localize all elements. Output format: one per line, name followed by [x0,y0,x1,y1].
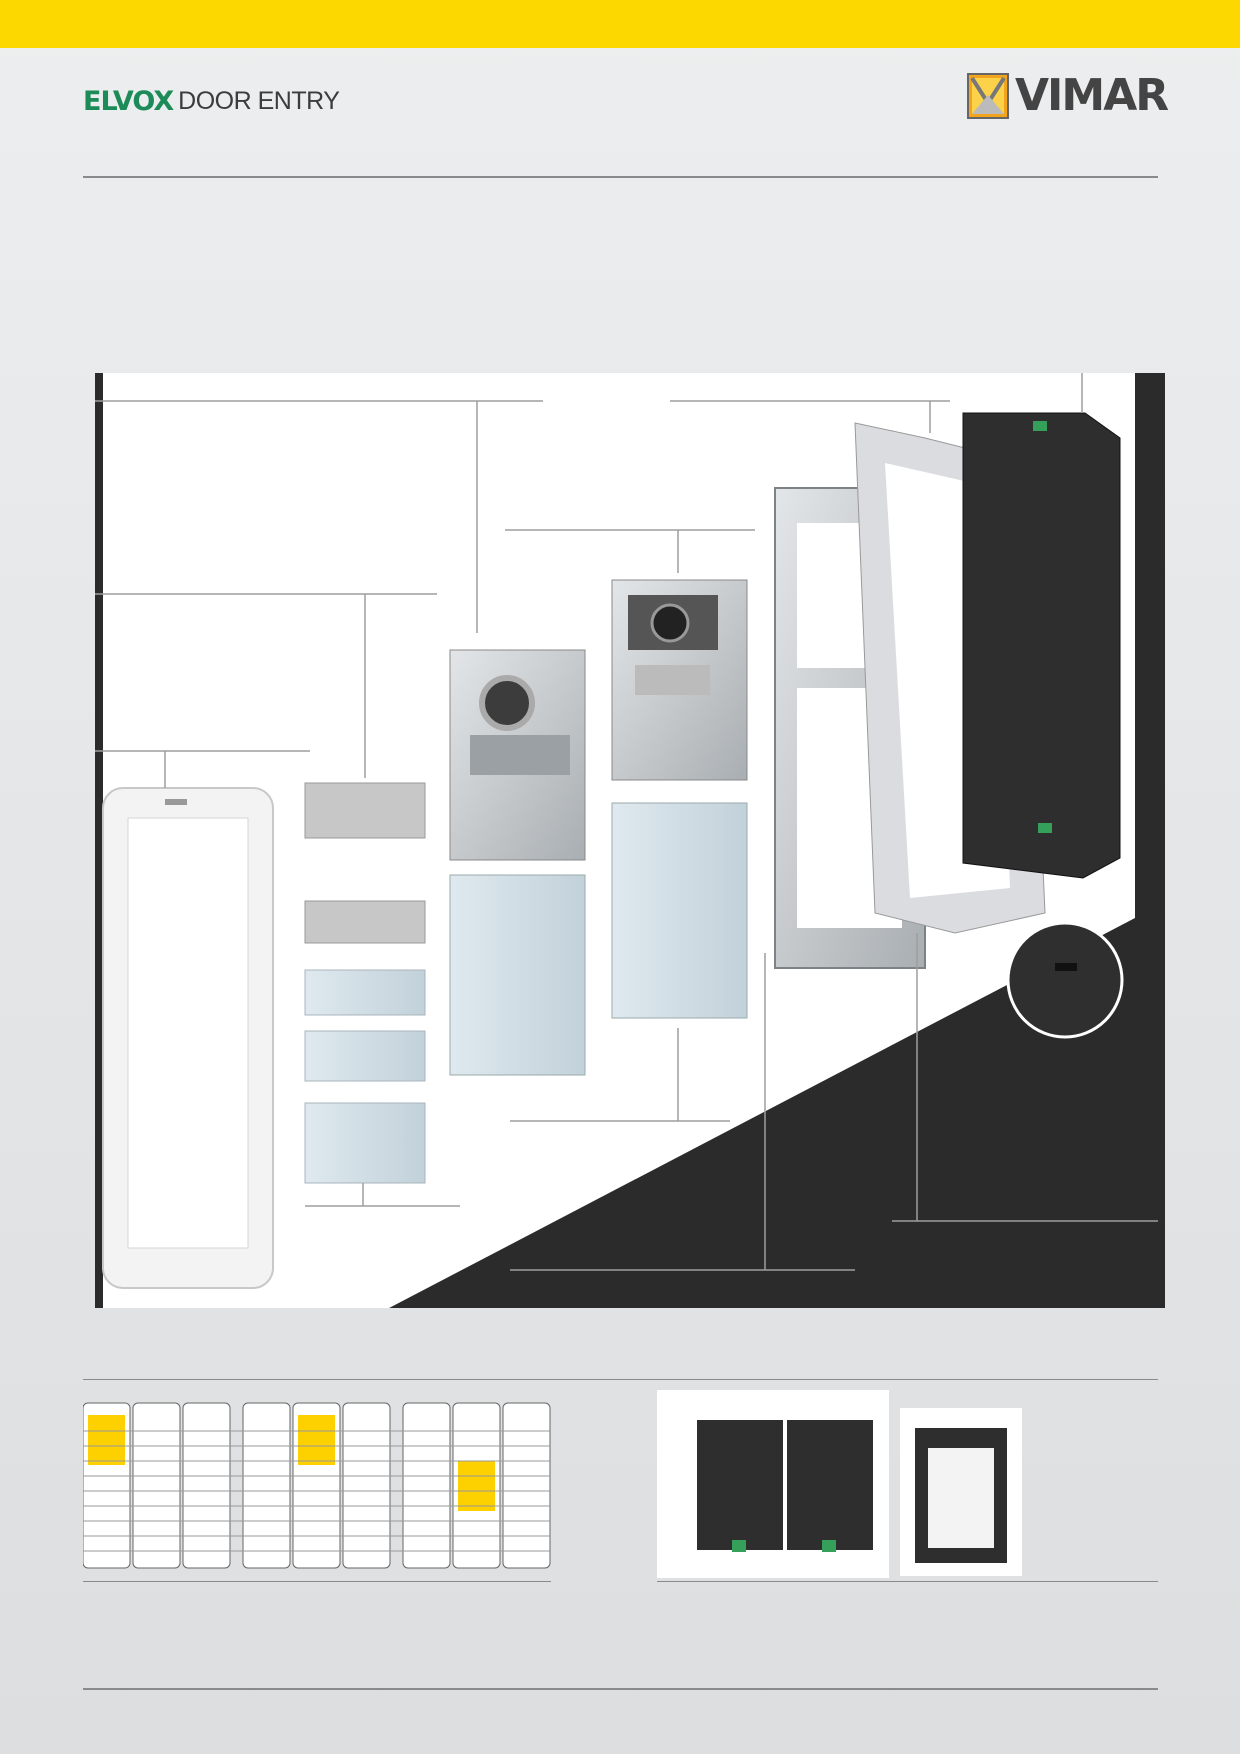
audio-push-button-module [449,649,586,1076]
brand-subtitle: DOOR ENTRY [178,86,340,115]
frame-cover [102,787,274,1289]
layout-group-2 [242,1402,391,1569]
vimar-wordmark: VIMAR [1015,70,1169,121]
leader-lines [95,373,1158,1271]
top-accent-bar [0,0,1240,48]
layouts-divider [83,1581,551,1582]
footer-divider [83,1688,1158,1690]
page-heading-area [82,175,882,265]
exploded-view-illustration [95,373,1165,1308]
product-photo-double-box [657,1390,889,1578]
vimar-logo: VIMAR [967,70,1169,121]
detail-magnifier [1006,921,1124,1039]
flush-mounting-box [962,412,1121,879]
panel-layout-diagrams [83,1402,551,1569]
blank-module-covers [304,782,426,1184]
brand-logo-elvox: ELVOX DOOR ENTRY [83,84,340,118]
elvox-wordmark: ELVOX [83,85,174,117]
section-divider [83,1379,1158,1380]
vimar-emblem-icon [967,72,1009,119]
header-divider [83,176,1158,178]
layout-group-3 [402,1402,551,1569]
products-divider [657,1581,1158,1582]
video-camera-module [611,579,748,1019]
layout-row-lines [83,1430,550,1552]
product-photo-packaged-box [900,1408,1022,1576]
layout-group-1 [83,1402,231,1569]
